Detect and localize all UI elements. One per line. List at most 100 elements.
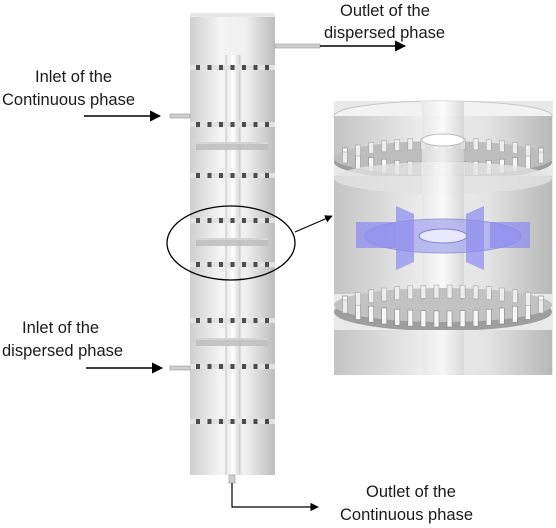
zoom-blade-back-right (466, 206, 484, 270)
plate-slot (253, 65, 258, 70)
plate-slot (230, 218, 235, 223)
plate-slot (219, 419, 223, 424)
inlet-dispersed-pipe (169, 365, 191, 371)
plate-slot (265, 318, 269, 323)
plate-slot (196, 173, 200, 178)
plate-slot (207, 65, 212, 70)
label-outlet-dispersed-line1: Outlet of the (340, 2, 430, 20)
plate-hole-back (446, 284, 453, 299)
plate-slot (253, 218, 258, 223)
plate-slot (265, 218, 269, 223)
plate-slot (219, 218, 223, 223)
zoom-shaft-top (421, 133, 465, 147)
plate-hole-back (512, 142, 518, 154)
plate-hole-back (355, 144, 361, 157)
plate-slot (242, 364, 246, 369)
plate-slot (219, 122, 223, 127)
plate-slot (230, 419, 235, 424)
plate-hole-back (499, 287, 505, 302)
plate-slot (219, 364, 223, 369)
impeller-band (196, 338, 268, 346)
plate-hole-back (485, 139, 492, 151)
label-inlet-continuous-line2: Continuous phase (2, 91, 135, 109)
plate-hole-back (342, 151, 348, 164)
plate-slot (196, 65, 200, 70)
plate-hole-back (538, 299, 544, 314)
impeller-band-highlight (196, 142, 268, 144)
plate-slot (242, 318, 246, 323)
plate-slot (265, 122, 269, 127)
plate-hole-back (499, 140, 505, 153)
plate-hole (420, 310, 427, 327)
plate-slot (253, 173, 258, 178)
impeller-band-highlight (196, 338, 268, 340)
plate-slot (242, 262, 246, 267)
zoom-lower-plate-holes (342, 284, 544, 328)
plate-hole-back (368, 289, 374, 304)
plate-hole-back (381, 287, 387, 302)
plate-slot (219, 262, 223, 267)
plate-hole (525, 303, 531, 320)
plate-slot (242, 173, 246, 178)
label-inlet-continuous: Inlet of the Continuous phase (2, 68, 162, 122)
plate-hole-back (368, 142, 374, 154)
plate-hole (485, 308, 492, 326)
plate-hole (394, 308, 401, 326)
zoom-impeller-hole (418, 228, 468, 244)
plate-hole (407, 309, 414, 327)
label-inlet-dispersed: Inlet of the dispersed phase (2, 319, 164, 374)
plate-slot (265, 65, 269, 70)
plate-slot (196, 218, 200, 223)
main-column (169, 13, 321, 484)
plate-hole-back (459, 285, 466, 299)
highlight-ellipse (166, 205, 296, 281)
plate-hole-back (472, 285, 479, 300)
plate-slot (207, 218, 212, 223)
plate-hole-back (525, 292, 531, 306)
plate-hole-back (472, 138, 479, 151)
plate-slot (219, 318, 223, 323)
plate-hole (355, 303, 361, 320)
plate-slot (265, 364, 269, 369)
plate-hole (381, 307, 388, 325)
plate-hole (512, 305, 518, 323)
zoom-detail (333, 100, 553, 375)
zoom-lower-plate-top (334, 288, 552, 322)
plate-hole (446, 310, 453, 328)
plate-slot (219, 173, 223, 178)
outlet-continuous-pipe (228, 474, 236, 484)
plate-slot (230, 65, 235, 70)
plate-slot (207, 262, 212, 267)
plate-hole-back (433, 284, 440, 299)
plate-slot (253, 262, 258, 267)
plate-hole-back (512, 289, 518, 304)
plate-slot (242, 218, 246, 223)
plate-slot (253, 419, 258, 424)
zoom-blade-back-left (396, 206, 414, 270)
column-top-cap (190, 13, 275, 17)
plate-slot (253, 318, 258, 323)
plate-slot (196, 419, 200, 424)
plate-hole-back (407, 138, 414, 151)
zoom-impeller (356, 206, 530, 270)
label-inlet-dispersed-line1: Inlet of the (22, 319, 99, 337)
plate-slot (265, 173, 269, 178)
plate-slot (207, 122, 212, 127)
outlet-dispersed-pipe (274, 43, 321, 49)
label-outlet-dispersed-line2: dispersed phase (324, 24, 445, 42)
plate-hole (459, 310, 466, 327)
plate-slot (196, 318, 200, 323)
plate-hole-back (407, 285, 414, 300)
impeller-band-highlight (196, 238, 268, 240)
plate-hole-back (381, 140, 387, 153)
label-inlet-dispersed-line2: dispersed phase (2, 342, 123, 360)
plate-hole (355, 154, 361, 170)
zoom-blade-right (490, 222, 530, 248)
plate-slot (265, 262, 269, 267)
label-outlet-continuous-line1: Outlet of the (366, 483, 456, 501)
label-outlet-continuous-line2: Continuous phase (340, 506, 473, 524)
label-inlet-continuous-line1: Inlet of the (35, 68, 112, 86)
plate-slot (207, 173, 212, 178)
plate-slot (230, 262, 235, 267)
plate-slot (253, 364, 258, 369)
